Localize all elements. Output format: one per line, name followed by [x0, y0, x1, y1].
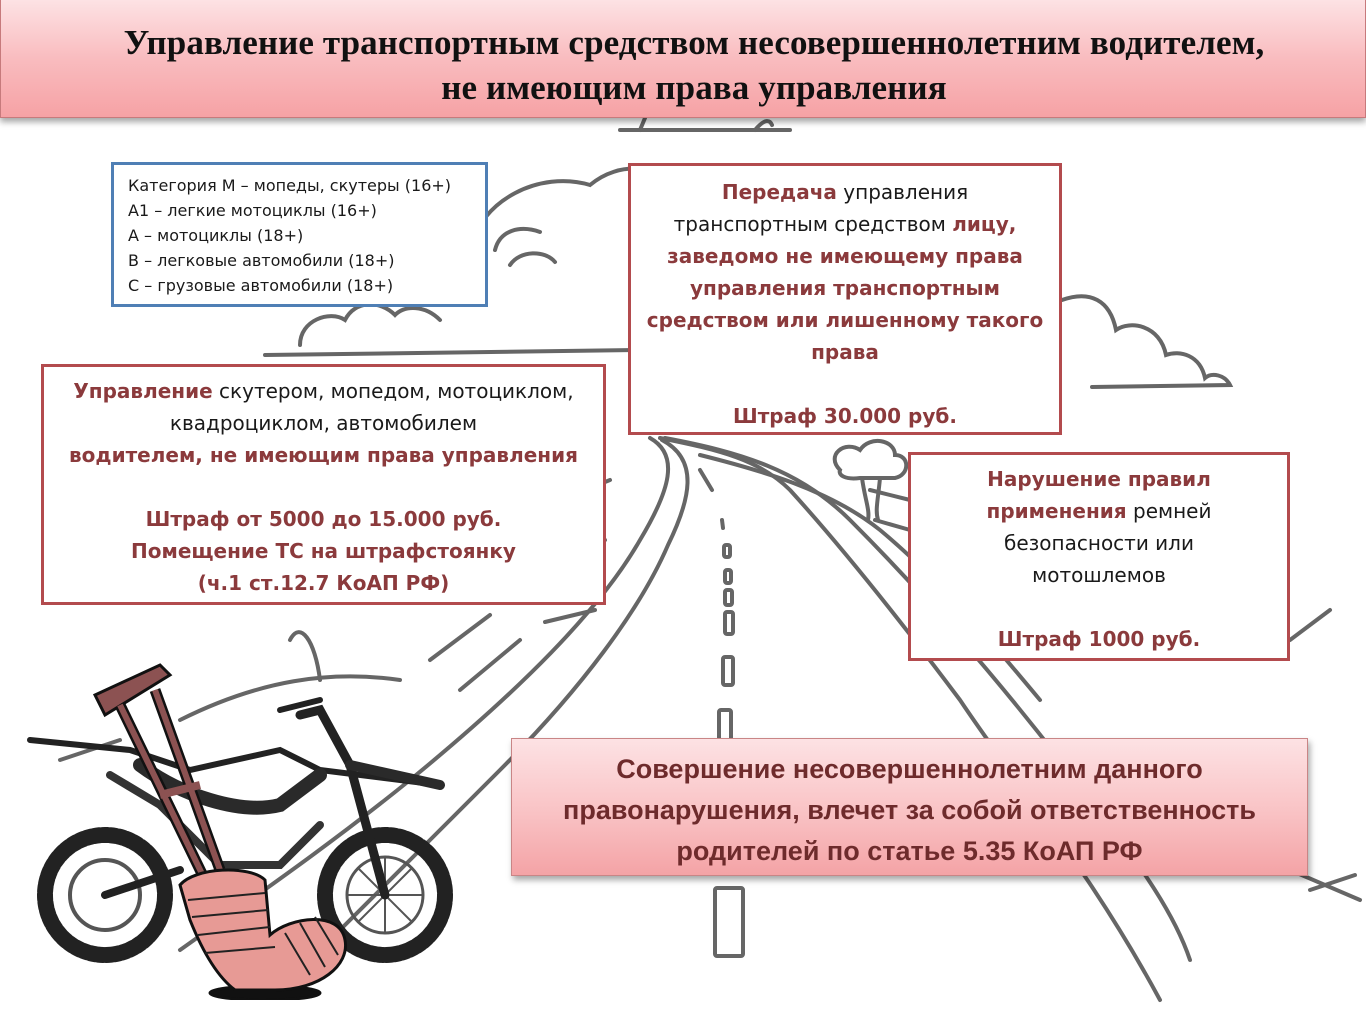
belts-highlight: Нарушение правил	[987, 467, 1211, 491]
parents-line-3: родителей по статье 5.35 КоАП РФ	[676, 836, 1143, 866]
seatbelt-helmet-box: Нарушение правил применения ремней безоп…	[908, 452, 1290, 661]
transfer-highlight: средством или лишенному такого	[646, 308, 1044, 332]
transfer-text: транспортным средством	[673, 212, 953, 236]
transfer-highlight: права	[811, 340, 879, 364]
driving-highlight: Управление	[73, 379, 213, 403]
parents-line-1: Совершение несовершеннолетним данного	[616, 754, 1203, 784]
dirt-bike-illustration	[27, 663, 453, 1000]
parents-line-2: правонарушения, влечет за собой ответств…	[563, 795, 1256, 825]
belts-text: мотошлемов	[1032, 563, 1166, 587]
transfer-highlight: Передача	[721, 180, 837, 204]
page-title: Управление транспортным средством несове…	[1, 20, 1365, 110]
driving-fine: Штраф от 5000 до 15.000 руб.	[145, 507, 502, 531]
transfer-fine: Штраф 30.000 руб.	[733, 404, 957, 428]
title-banner: Управление транспортным средством несове…	[0, 0, 1366, 118]
dirt-bike-sketch	[27, 697, 453, 963]
driving-highlight: водителем, не имеющим права управления	[69, 443, 578, 467]
category-item: А1 – легкие мотоциклы (16+)	[128, 201, 377, 220]
driving-article: (ч.1 ст.12.7 КоАП РФ)	[197, 571, 450, 595]
category-item: В – легковые автомобили (18+)	[128, 251, 395, 270]
transfer-text: управления	[836, 180, 969, 204]
license-categories-box: Категория М – мопеды, скутеры (16+) А1 –…	[111, 162, 488, 307]
driving-impound: Помещение ТС на штрафстоянку	[131, 539, 516, 563]
transfer-highlight: лицу,	[952, 212, 1017, 236]
transfer-highlight: управления транспортным	[690, 276, 1000, 300]
trees-sketch	[832, 439, 909, 522]
belts-highlight: применения	[986, 499, 1127, 523]
driving-text: скутером, мопедом, мотоциклом,	[212, 379, 574, 403]
driving-text: квадроциклом, автомобилем	[169, 411, 478, 435]
belts-text: безопасности или	[1004, 531, 1194, 555]
belts-text: ремней	[1126, 499, 1212, 523]
transfer-highlight: заведомо не имеющему права	[667, 244, 1023, 268]
bandaged-foot-icon	[178, 868, 348, 1000]
category-item: Категория М – мопеды, скутеры (16+)	[128, 176, 452, 195]
transfer-control-box: Передача управления транспортным средств…	[628, 163, 1062, 435]
category-item: А – мотоциклы (18+)	[128, 226, 304, 245]
driving-without-license-box: Управление скутером, мопедом, мотоциклом…	[41, 364, 606, 605]
title-line-2: не имеющим права управления	[441, 68, 947, 107]
crutch-icon	[92, 663, 226, 883]
parents-responsibility-banner: Совершение несовершеннолетним данного пр…	[511, 738, 1308, 876]
category-item: С – грузовые автомобили (18+)	[128, 276, 394, 295]
belts-fine: Штраф 1000 руб.	[997, 627, 1201, 651]
title-line-1: Управление транспортным средством несове…	[123, 23, 1265, 62]
